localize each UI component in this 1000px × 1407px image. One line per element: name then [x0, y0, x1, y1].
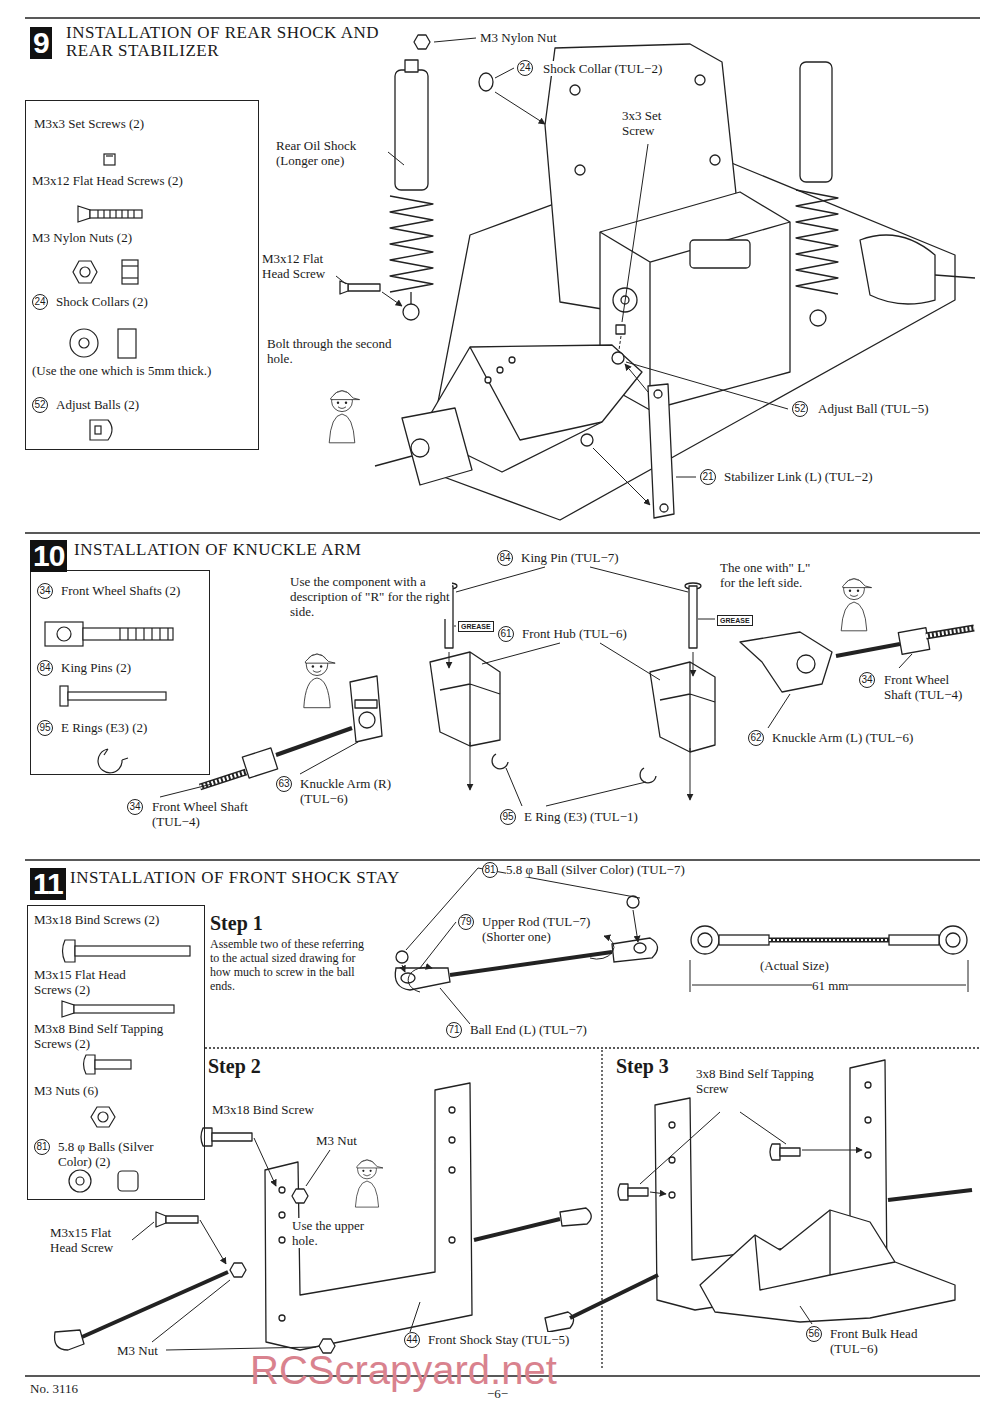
callout-number: 44	[404, 1332, 420, 1348]
part-label: King Pin (TUL−7)	[521, 550, 619, 565]
part-label: M3 Nylon Nuts (2)	[32, 230, 132, 245]
section-heading: INSTALLATION OF REAR SHOCK AND REAR STAB…	[66, 24, 384, 60]
callout-number: 24	[517, 60, 533, 76]
step-heading: Step 2	[208, 1055, 261, 1077]
callout-number: 81	[482, 862, 498, 878]
part-label: 3x3 Set Screw	[622, 108, 684, 138]
part-label: Front Wheel Shaft (TUL−4)	[152, 799, 284, 829]
section-number: 9	[30, 27, 52, 59]
callout-number: 52	[792, 401, 808, 417]
part-label: M3 Nylon Nut	[480, 30, 557, 45]
part-label: Adjust Balls (2)	[56, 397, 139, 412]
part-label: No. 3116	[30, 1381, 78, 1396]
part-label: Bolt through the second hole.	[267, 336, 395, 366]
part-label: (Actual Size)	[760, 958, 829, 973]
part-label: M3x18 Bind Screw	[212, 1102, 314, 1117]
part-label: Upper Rod (TUL−7) (Shorter one)	[482, 914, 604, 944]
watermark: RCScrapyard.net	[250, 1350, 557, 1390]
callout-number: 34	[859, 672, 875, 688]
part-label: M3 Nut	[117, 1343, 158, 1358]
part-label: Ball End (L) (TUL−7)	[470, 1022, 587, 1037]
part-label: Shock Collar (TUL−2)	[543, 61, 662, 76]
callout-number: 95	[500, 809, 516, 825]
part-label: M3x12 Flat Head Screw	[262, 251, 334, 281]
part-label: Use the upper hole.	[292, 1218, 374, 1248]
part-label: The one with" L" for the left side.	[720, 560, 824, 590]
part-label: (Use the one which is 5mm thick.)	[32, 363, 254, 378]
part-label: M3x15 Flat Head Screws (2)	[34, 967, 156, 997]
part-label: Stabilizer Link (L) (TUL−2)	[724, 469, 872, 484]
part-label: Shock Collars (2)	[56, 294, 148, 309]
part-label: King Pins (2)	[61, 660, 131, 675]
part-label: 5.8 φ Ball (Silver Color) (TUL−7)	[506, 862, 685, 877]
part-label: M3x18 Bind Screws (2)	[34, 912, 159, 927]
part-label: 5.8 φ Balls (Silver Color) (2)	[58, 1139, 188, 1169]
callout-number: 84	[37, 660, 53, 676]
part-label: E Ring (E3) (TUL−1)	[524, 809, 638, 824]
callout-number: 79	[458, 914, 474, 930]
callout-number: 61	[498, 626, 514, 642]
step-heading: Step 3	[616, 1055, 669, 1077]
part-label: Front Bulk Head (TUL−6)	[830, 1326, 962, 1356]
callout-number: 62	[748, 730, 764, 746]
note-text: Assemble two of these referring to the a…	[210, 937, 374, 993]
parts-list-box: M3x18 Bind Screws (2) M3x15 Flat Head Scr…	[27, 905, 205, 1200]
part-label: M3 Nut	[316, 1133, 357, 1148]
callout-number: 21	[700, 469, 716, 485]
step-heading: Step 1	[210, 912, 263, 934]
callout-number: 52	[32, 397, 48, 413]
part-label: Use the component with a description of …	[290, 574, 452, 619]
parts-list-box: M3x3 Set Screws (2) M3x12 Flat Head Screw…	[25, 100, 259, 450]
part-label: Front Wheel Shaft (TUL−4)	[884, 672, 978, 702]
section-number: 11	[30, 868, 66, 900]
part-label: M3 Nuts (6)	[34, 1083, 98, 1098]
callout-number: 34	[37, 583, 53, 599]
grease-tag: GREASE	[717, 615, 753, 626]
part-label: Front Hub (TUL−6)	[522, 626, 627, 641]
part-label: Front Shock Stay (TUL−5)	[428, 1332, 569, 1347]
part-label: M3x8 Bind Self Tapping Screws (2)	[34, 1021, 202, 1051]
part-label: Knuckle Arm (R) (TUL−6)	[300, 776, 432, 806]
part-label: M3x15 Flat Head Screw	[50, 1225, 130, 1255]
callout-number: 81	[34, 1139, 50, 1155]
part-label: E Rings (E3) (2)	[61, 720, 147, 735]
part-label: M3x12 Flat Head Screws (2)	[32, 173, 232, 188]
part-label: Knuckle Arm (L) (TUL−6)	[772, 730, 913, 745]
part-label: Adjust Ball (TUL−5)	[818, 401, 929, 416]
callout-number: 34	[127, 799, 143, 815]
callout-number: 71	[446, 1022, 462, 1038]
callout-number: 84	[497, 550, 513, 566]
part-label: Front Wheel Shafts (2)	[61, 583, 183, 598]
section-number: 10	[30, 540, 67, 572]
part-label: 61 mm	[812, 978, 848, 993]
parts-list-box: 34 Front Wheel Shafts (2) 84 King Pins (2) 9…	[30, 570, 210, 775]
section-heading: INSTALLATION OF KNUCKLE ARM	[74, 541, 361, 559]
section-heading: INSTALLATION OF FRONT SHOCK STAY	[70, 869, 400, 887]
callout-number: 56	[806, 1326, 822, 1342]
callout-number: 95	[37, 720, 53, 736]
callout-number: 63	[276, 776, 292, 792]
callout-number: 24	[32, 294, 48, 310]
part-label: M3x3 Set Screws (2)	[34, 116, 144, 131]
part-label: Rear Oil Shock (Longer one)	[276, 138, 388, 168]
grease-tag: GREASE	[458, 621, 494, 632]
part-label: 3x8 Bind Self Tapping Screw	[696, 1066, 838, 1096]
